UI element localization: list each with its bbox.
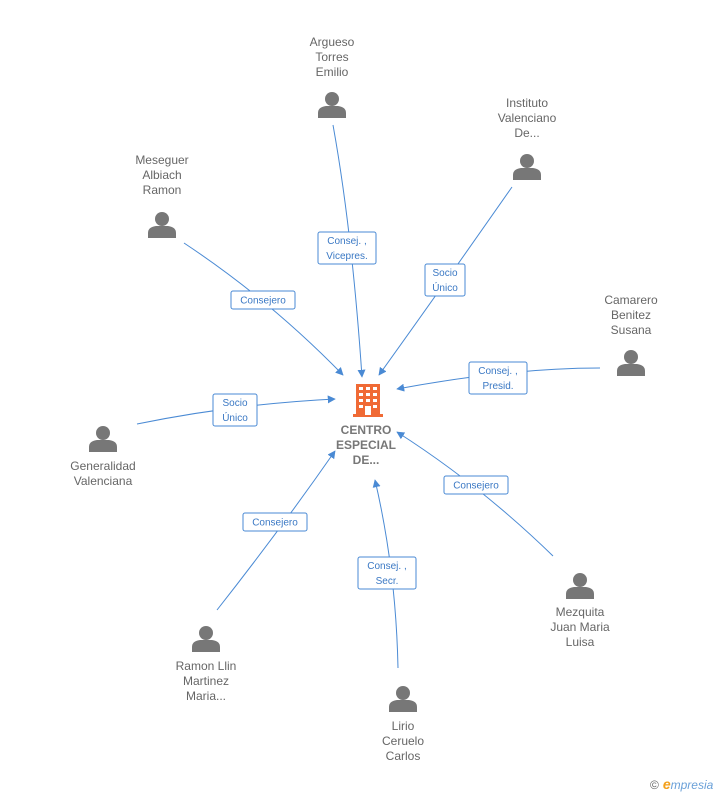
person-name-line: Benitez (611, 308, 651, 322)
role-label-text: Único (432, 281, 458, 294)
person-name-line: Ramon (143, 183, 182, 197)
person-name-line: Camarero (604, 293, 658, 307)
person-name-line: Torres (315, 50, 348, 64)
person-icon (566, 573, 594, 599)
building-icon (353, 384, 383, 417)
role-label-text: Vicepres. (326, 251, 368, 262)
role-label-meseguer[interactable]: Consejero (230, 290, 296, 310)
person-name-line: Emilio (316, 65, 349, 79)
person-name-line: Valenciana (74, 474, 133, 488)
person-name-line: Martinez (183, 674, 229, 688)
role-label-text: Secr. (376, 576, 399, 587)
person-icon (617, 350, 645, 376)
brand-logo-e: e (662, 776, 671, 792)
person-name-line: Susana (611, 323, 652, 337)
role-label-text: Consej. , (478, 366, 517, 377)
company-name-line: DE... (353, 453, 380, 467)
person-icon (89, 426, 117, 452)
copyright-symbol: © (650, 778, 659, 792)
person-icon (192, 626, 220, 652)
person-name-line: Argueso (310, 35, 355, 49)
person-node-ramon[interactable]: Ramon LlinMartinezMaria... (176, 626, 237, 703)
person-name-line: Lirio (392, 719, 415, 733)
role-label-box (357, 556, 417, 590)
role-label-text: Consej. , (367, 561, 406, 572)
role-label-text: Presid. (482, 381, 513, 392)
person-name-line: Luisa (566, 635, 595, 649)
empresia-brand[interactable]: ©empresia (650, 776, 713, 792)
role-label-box (443, 475, 509, 495)
role-label-box (468, 361, 528, 395)
person-name-line: Albiach (142, 168, 181, 182)
role-label-box (424, 263, 466, 297)
person-node-instituto[interactable]: InstitutoValencianoDe... (498, 96, 557, 180)
nodes-layer: ArguesoTorresEmilioInstitutoValencianoDe… (70, 35, 658, 763)
person-icon (513, 154, 541, 180)
role-label-mezquita[interactable]: Consejero (443, 475, 509, 495)
role-label-text: Consejero (240, 296, 286, 307)
edges-layer: Consej. ,Vicepres.SocioÚnicoConsejeroCon… (136, 124, 601, 669)
person-name-line: Ramon Llin (176, 659, 237, 673)
role-label-box (212, 393, 258, 427)
role-label-text: Socio (222, 398, 247, 409)
role-label-box (242, 512, 308, 532)
person-icon (148, 212, 176, 238)
role-label-box (317, 231, 377, 265)
role-label-text: Consej. , (327, 236, 366, 247)
person-icon (318, 92, 346, 118)
person-name-line: De... (514, 126, 539, 140)
person-name-line: Instituto (506, 96, 548, 110)
role-label-camarero[interactable]: Consej. , Presid. (468, 361, 528, 395)
role-label-box (230, 290, 296, 310)
brand-name: mpresia (670, 778, 714, 792)
role-label-argueso[interactable]: Consej. , Vicepres. (317, 231, 377, 265)
person-name-line: Generalidad (70, 459, 135, 473)
person-name-line: Maria... (186, 689, 226, 703)
role-label-text: Consejero (453, 481, 499, 492)
person-name-line: Juan Maria (550, 620, 610, 634)
company-name-line: ESPECIAL (336, 438, 396, 452)
company-name-line: CENTRO (341, 423, 392, 437)
role-label-text: Único (222, 411, 248, 424)
role-label-text: Socio (432, 268, 457, 279)
person-name-line: Ceruelo (382, 734, 424, 748)
person-name-line: Carlos (386, 749, 421, 763)
role-label-lirio[interactable]: Consej. , Secr. (357, 556, 417, 590)
person-name-line: Meseguer (135, 153, 188, 167)
role-label-ramon[interactable]: Consejero (242, 512, 308, 532)
role-label-text: Consejero (252, 518, 298, 529)
person-name-line: Valenciano (498, 111, 557, 125)
company-node[interactable]: CENTRO ESPECIAL DE... (336, 384, 396, 467)
person-icon (389, 686, 417, 712)
person-name-line: Mezquita (556, 605, 605, 619)
